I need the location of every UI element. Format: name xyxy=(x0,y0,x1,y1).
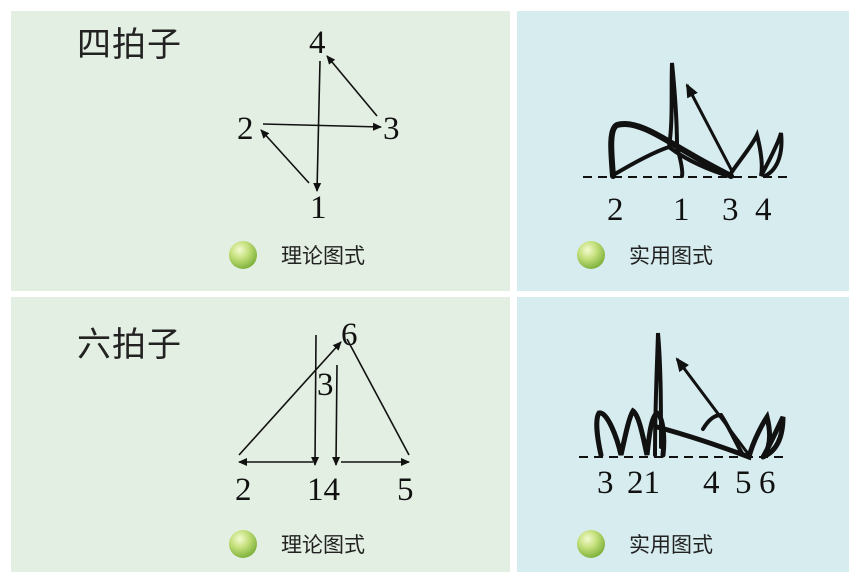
caption-text: 理论图式 xyxy=(281,529,365,559)
six-beat-practice-panel: 3 21 4 5 6 实用图式 xyxy=(517,297,849,572)
caption-text: 实用图式 xyxy=(629,240,713,270)
return-arrow xyxy=(677,359,749,455)
green-ball-icon xyxy=(229,530,257,558)
stroke-beat-1 xyxy=(655,333,661,455)
practice-label-6: 6 xyxy=(759,465,776,501)
beat-path-3-to-4 xyxy=(336,365,337,465)
caption-text: 实用图式 xyxy=(629,529,713,559)
return-arrow xyxy=(687,85,733,173)
beat-path-1-to-2 xyxy=(261,130,309,183)
beat-path-2-to-3 xyxy=(263,124,381,127)
beat-label-1: 1 xyxy=(310,190,327,226)
practice-label-3: 3 xyxy=(722,192,739,228)
practice-label-4: 4 xyxy=(755,192,772,228)
six-beat-theory-panel: 六拍子 6 3 2 14 5 理论图式 xyxy=(11,297,510,572)
beat-label-2: 2 xyxy=(235,472,252,508)
green-ball-icon xyxy=(577,241,605,269)
beat-label-6: 6 xyxy=(341,317,358,353)
six-beat-practice-caption: 实用图式 xyxy=(577,529,713,559)
practice-label-5: 5 xyxy=(735,465,752,501)
four-beat-practice-panel: 2 1 3 4 实用图式 xyxy=(517,11,849,291)
practice-label-2: 2 xyxy=(607,192,624,228)
stroke-beats-4-5-6 xyxy=(657,417,783,457)
beat-label-14: 14 xyxy=(307,472,340,508)
caption-text: 理论图式 xyxy=(281,240,365,270)
four-beat-practice-caption: 实用图式 xyxy=(577,240,713,270)
beat-path-3-to-4 xyxy=(327,56,377,116)
beat-label-2: 2 xyxy=(237,111,254,147)
practice-label-21: 21 xyxy=(627,465,660,501)
green-ball-icon xyxy=(577,530,605,558)
beat-label-3: 3 xyxy=(383,111,400,147)
beat-label-3: 3 xyxy=(317,367,334,403)
six-beat-theory-caption: 理论图式 xyxy=(229,529,365,559)
practice-label-3: 3 xyxy=(597,465,614,501)
four-beat-theory-panel: 四拍子 4 2 3 1 理论图式 xyxy=(11,11,510,291)
beat-path-down-left xyxy=(315,335,316,465)
four-beat-theory-caption: 理论图式 xyxy=(229,240,365,270)
practice-label-4: 4 xyxy=(703,465,720,501)
stroke-beat-1 xyxy=(615,63,682,176)
beat-label-4: 4 xyxy=(309,25,326,61)
green-ball-icon xyxy=(229,241,257,269)
practice-label-1: 1 xyxy=(673,192,690,228)
beat-path-5-to-6 xyxy=(347,339,409,455)
beat-label-5: 5 xyxy=(397,472,414,508)
